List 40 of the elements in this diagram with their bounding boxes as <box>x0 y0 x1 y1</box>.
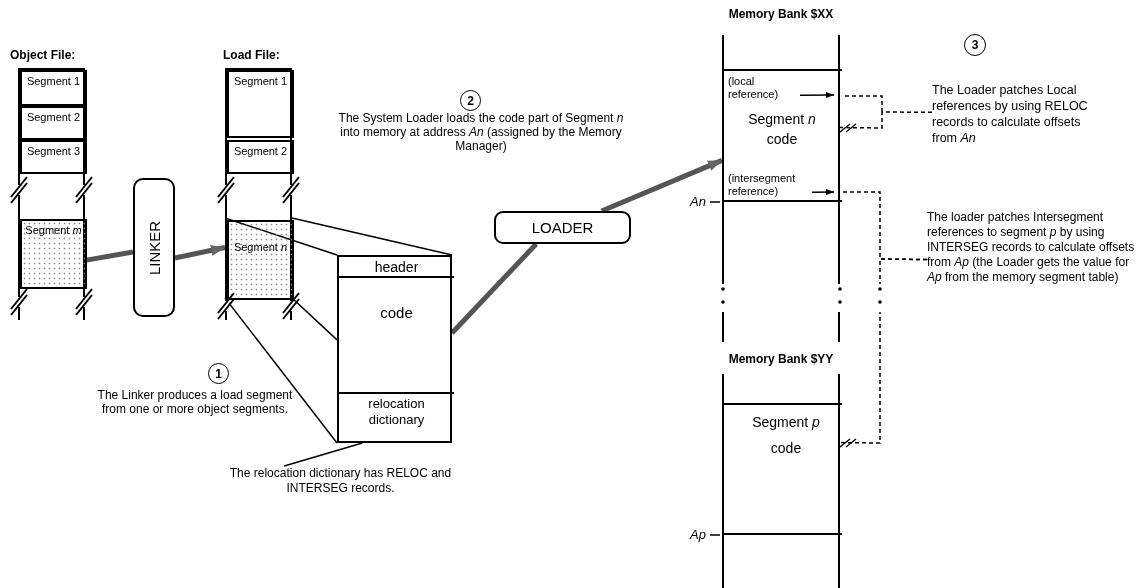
flow-line <box>450 242 539 335</box>
note-text: The relocation dictionary has RELOC and INTERSEG records. <box>228 466 453 504</box>
segment-box: Segment n <box>227 220 294 300</box>
segment-part: code <box>339 278 454 392</box>
column-heading: Memory Bank $YY <box>727 352 835 366</box>
reference-text: (intersegment reference) <box>728 172 814 202</box>
segment-box: Segment 2 <box>20 106 87 140</box>
segment-part: header <box>339 257 454 278</box>
flow-arrow <box>600 158 723 214</box>
leader-line <box>291 297 338 341</box>
leader-line <box>291 217 453 256</box>
segment-part: relocation dictionary <box>339 392 454 445</box>
flow-arrow <box>174 245 226 261</box>
segment-box: Segment 3 <box>20 140 87 174</box>
leader-line <box>224 217 338 256</box>
code-block <box>724 69 842 202</box>
leader-line <box>283 442 364 467</box>
address-label: An <box>690 194 706 209</box>
leader-line <box>224 297 338 444</box>
column-heading: Load File: <box>223 48 281 62</box>
address-label: Ap <box>690 527 706 542</box>
segment-box: Segment 1 <box>20 70 87 106</box>
arrow <box>799 92 835 99</box>
segment-box: Segment 2 <box>227 140 294 174</box>
arrow <box>811 189 835 196</box>
note-text: The loader patches Intersegment references to segment p by using INTERSEG records to calculate offsets from Ap (the Loader gets the value for Ap from the memory segment table) <box>927 210 1137 344</box>
column-heading: Memory Bank $XX <box>727 7 835 21</box>
step-caption: The Linker produces a load segment from one or more object segments. <box>96 388 294 416</box>
note-text: The Loader patches Local references by using RELOC records to calculate offsets from An <box>932 82 1104 164</box>
segment-label: Segment n code <box>747 110 817 149</box>
segment-box: Segment 1 <box>227 70 294 138</box>
process-box: LOADER <box>494 211 631 244</box>
segment-box: Segment m <box>20 219 87 289</box>
column-heading: Object File: <box>10 48 77 62</box>
reference-text: (local reference) <box>728 75 802 105</box>
segment-detail-box <box>337 255 452 443</box>
code-block: Segment p code <box>724 403 842 535</box>
process-box: LINKER <box>133 178 175 317</box>
step-caption: The System Loader loads the code part of Segment n into memory at address An (assigned by the Memory Manager) <box>337 111 625 153</box>
leader-line <box>839 95 933 129</box>
